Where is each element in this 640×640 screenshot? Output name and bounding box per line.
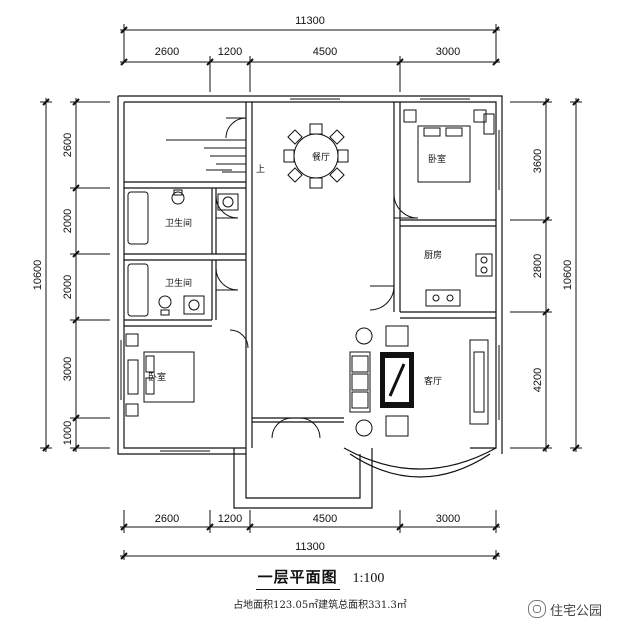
dim-left-1: 2600 xyxy=(62,133,74,157)
bath-2-label: 卫生间 xyxy=(165,277,192,289)
dim-left-3: 2000 xyxy=(62,275,74,299)
dim-bottom-3: 4500 xyxy=(313,513,337,525)
living-label: 客厅 xyxy=(424,375,442,387)
dining-table xyxy=(283,123,349,189)
bath-1-label: 卫生间 xyxy=(165,217,192,229)
dim-left-total: 10600 xyxy=(32,260,44,291)
dim-top-4: 3000 xyxy=(436,46,460,58)
dim-top-1: 2600 xyxy=(155,46,179,58)
dim-bottom-1: 2600 xyxy=(155,513,179,525)
kitchen-fixtures xyxy=(425,253,493,307)
dim-top-3: 4500 xyxy=(313,46,337,58)
watermark: 住宅公园 xyxy=(528,600,602,619)
dim-bottom-2: 1200 xyxy=(218,513,242,525)
bathroom-1-fixtures xyxy=(127,189,239,245)
dim-right-3: 4200 xyxy=(532,368,544,392)
kitchen-label: 厨房 xyxy=(424,249,442,261)
watermark-text: 住宅公园 xyxy=(550,604,603,619)
caption: 一层平面图 1:100 占地面积123.05㎡建筑总面积331.3㎡ xyxy=(0,566,640,611)
bathroom-2-fixtures xyxy=(127,263,205,317)
bay-window xyxy=(343,447,497,470)
dim-total-top: 11300 xyxy=(295,15,325,27)
dim-total-bottom: 11300 xyxy=(295,541,325,553)
plan-title: 一层平面图 xyxy=(255,566,340,590)
floor-plan: 11300 2600 1200 4500 3000 2600 1200 4500… xyxy=(32,15,582,560)
bedroom-ne-label: 卧室 xyxy=(428,153,446,165)
dim-left-4: 3000 xyxy=(62,357,74,381)
dimension-ticks xyxy=(42,26,580,560)
dim-left-2: 2000 xyxy=(62,209,74,233)
dim-right-1: 3600 xyxy=(532,149,544,173)
stair-up-label: 上 xyxy=(256,164,265,175)
walls xyxy=(117,95,503,509)
dim-left-5: 1000 xyxy=(62,421,74,445)
dining-label: 餐厅 xyxy=(312,151,330,163)
stairs xyxy=(166,139,246,173)
wechat-logo-icon xyxy=(528,600,546,618)
plan-scale: 1:100 xyxy=(352,571,385,586)
dim-top-2: 1200 xyxy=(218,46,242,58)
dim-right-2: 2800 xyxy=(532,254,544,278)
windows xyxy=(117,95,503,455)
area-info: 占地面积123.05㎡建筑总面积331.3㎡ xyxy=(233,600,407,611)
bedroom-sw-label: 卧室 xyxy=(148,371,166,383)
door-swings xyxy=(215,117,419,439)
bed-sw xyxy=(125,333,195,417)
dimension-lines xyxy=(40,24,582,560)
living-furniture xyxy=(349,325,489,437)
dim-right-total: 10600 xyxy=(562,260,574,291)
dim-bottom-4: 3000 xyxy=(436,513,460,525)
bed-ne xyxy=(403,109,495,183)
